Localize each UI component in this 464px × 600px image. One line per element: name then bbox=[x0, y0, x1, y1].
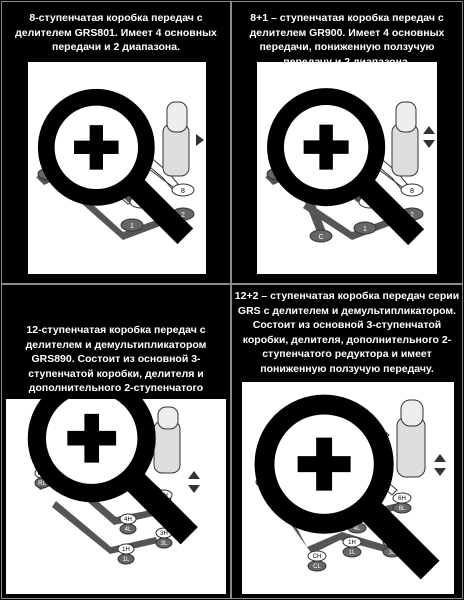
gallery-cell-grs-12plus2: 12+2 – ступенчатая коробка передач серии… bbox=[231, 284, 463, 599]
gear-label-1h: 1H bbox=[348, 540, 356, 546]
gear-label-2: 2 bbox=[181, 212, 185, 219]
gear-label-cl: CL bbox=[313, 564, 321, 570]
gear-label-6l: 6L bbox=[399, 506, 406, 512]
caption-grs890: 12-ступенчатая коробка передач с делител… bbox=[25, 324, 207, 409]
gear-label-rl: RL bbox=[38, 481, 46, 487]
gear-label-1h: 1H bbox=[122, 547, 130, 553]
zoom-in-icon[interactable] bbox=[257, 62, 433, 270]
caption-grs801: 8-ступенчатая коробка передач с делителе… bbox=[15, 12, 217, 53]
gear-label-3l: 3L bbox=[161, 541, 168, 547]
caption-grs-12plus2: 12+2 – ступенчатая коробка передач серии… bbox=[234, 290, 460, 375]
gear-label-8: 8 bbox=[181, 188, 185, 195]
gear-label-4l: 4L bbox=[125, 527, 132, 533]
gear-diagram-grs890[interactable]: RH RL 6H 6L 5H 5L 4H 4L 3H bbox=[6, 399, 226, 594]
zoom-in-icon[interactable] bbox=[242, 382, 450, 590]
gear-label-4l: 4L bbox=[354, 526, 361, 532]
gear-label-2: 2 bbox=[410, 212, 414, 219]
gear-label-1: 1 bbox=[363, 226, 367, 233]
gallery-cell-gr900: 8+1 – ступенчатая коробка передач с дели… bbox=[231, 1, 463, 284]
gallery-cell-grs890: 12-ступенчатая коробка передач с делител… bbox=[1, 284, 231, 599]
gear-diagram-grs801[interactable]: 7 5 3 RL 8 6 4 2 1 bbox=[28, 62, 206, 274]
gear-label-1: 1 bbox=[130, 223, 134, 230]
gear-label-c: C bbox=[318, 234, 323, 241]
zoom-in-icon[interactable] bbox=[6, 399, 220, 554]
gear-diagram-grs-12plus2[interactable]: RH RL 6H 6L 5H 5L 4H 4L 3H bbox=[242, 382, 454, 594]
gear-label-3h: 3H bbox=[160, 531, 168, 537]
gear-label-ch: CH bbox=[313, 554, 322, 560]
gear-label-1l: 1L bbox=[123, 557, 130, 563]
gear-label-3l: 3L bbox=[389, 550, 396, 556]
gear-label-6h: 6H bbox=[398, 496, 406, 502]
gear-diagram-gr900[interactable]: 7 5 3 RL 8 6 4 2 1 bbox=[257, 62, 437, 274]
zoom-in-icon[interactable] bbox=[28, 62, 202, 270]
gear-label-8: 8 bbox=[410, 188, 414, 195]
gallery-cell-grs801: 8-ступенчатая коробка передач с делителе… bbox=[1, 1, 231, 284]
gear-label-4h: 4H bbox=[124, 517, 132, 523]
gear-label-1l: 1L bbox=[349, 550, 356, 556]
caption-gr900: 8+1 – ступенчатая коробка передач с дели… bbox=[249, 12, 445, 68]
